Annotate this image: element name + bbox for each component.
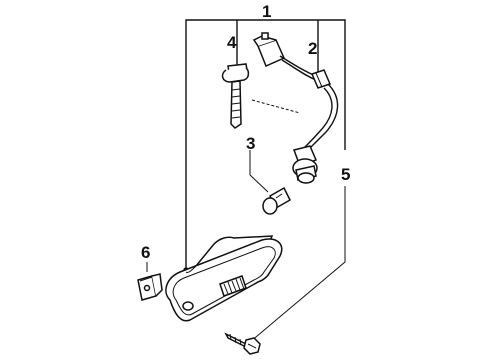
callout-4: 4 bbox=[227, 33, 237, 52]
callout-1: 1 bbox=[262, 2, 271, 21]
leader-5 bbox=[249, 186, 346, 343]
side-marker-lamp bbox=[165, 235, 283, 322]
callout-6: 6 bbox=[141, 243, 150, 262]
wedge-bulb bbox=[262, 186, 291, 215]
push-pin-retainer bbox=[221, 63, 250, 129]
callout-5: 5 bbox=[341, 165, 350, 184]
reference-line bbox=[251, 99, 301, 114]
callout-2: 2 bbox=[308, 39, 317, 58]
spring-clip bbox=[137, 273, 163, 301]
mounting-screw bbox=[224, 332, 261, 355]
callout-3: 3 bbox=[246, 134, 255, 153]
wiring-harness bbox=[252, 32, 339, 184]
